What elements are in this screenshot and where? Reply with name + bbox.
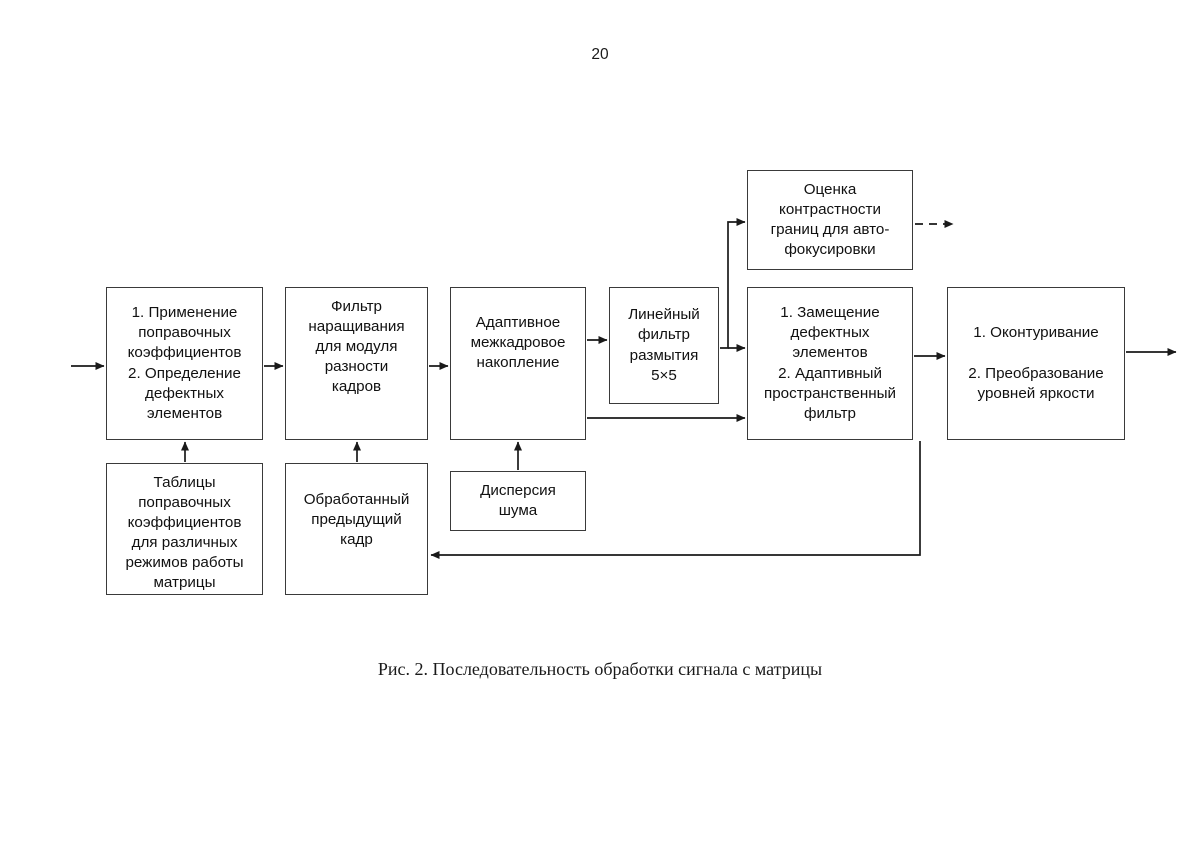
block-previous-frame[interactable]: Обработанный предыдущий кадр: [285, 463, 428, 595]
block-defect-replacement-label: 1. Замещение дефектных элементов 2. Адап…: [763, 304, 896, 422]
block-defect-replacement[interactable]: 1. Замещение дефектных элементов 2. Адап…: [747, 287, 913, 440]
edge-linear-to-autofocus: [720, 218, 746, 349]
block-adaptive-accumulation[interactable]: Адаптивное межкадровое накопление: [450, 287, 586, 440]
page-number: 20: [591, 46, 609, 63]
block-growth-filter-label: Фильтр наращивания для модуля разности к…: [308, 298, 405, 396]
block-linear-blur-filter-label: Линейный фильтр размытия 5×5: [628, 306, 700, 384]
block-contour-brightness[interactable]: 1. Оконтуривание 2. Преобразование уровн…: [947, 287, 1125, 440]
edge-defect-feedback-to-prevframe: [430, 441, 921, 559]
block-adaptive-accumulation-label: Адаптивное межкадровое накопление: [470, 314, 566, 372]
block-autofocus-contrast[interactable]: Оценка контрастности границ для авто- фо…: [747, 170, 913, 270]
block-contour-brightness-label: 1. Оконтуривание 2. Преобразование уровн…: [968, 324, 1104, 402]
block-previous-frame-label: Обработанный предыдущий кадр: [303, 491, 410, 549]
block-correction-label: 1. Применение поправочных коэффициентов …: [127, 304, 242, 422]
block-correction[interactable]: 1. Применение поправочных коэффициентов …: [106, 287, 263, 440]
figure-caption: Рис. 2. Последовательность обработки сиг…: [377, 659, 823, 679]
block-correction-tables-label: Таблицы поправочных коэффициентов для ра…: [125, 474, 244, 592]
block-noise-variance[interactable]: Дисперсия шума: [450, 471, 586, 531]
block-noise-variance-label: Дисперсия шума: [480, 482, 556, 520]
block-growth-filter[interactable]: Фильтр наращивания для модуля разности к…: [285, 287, 428, 440]
block-autofocus-contrast-label: Оценка контрастности границ для авто- фо…: [770, 180, 890, 259]
block-correction-tables[interactable]: Таблицы поправочных коэффициентов для ра…: [106, 463, 263, 595]
block-linear-blur-filter[interactable]: Линейный фильтр размытия 5×5: [609, 287, 719, 404]
